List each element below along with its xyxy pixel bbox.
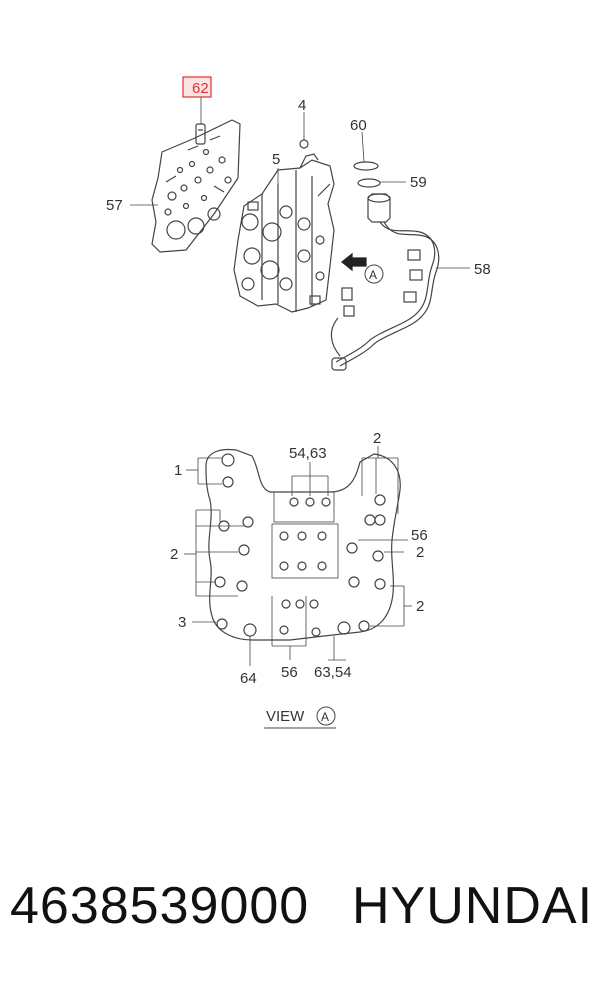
parts-diagram: 62 4 60 5 59 57 58 A [106,76,491,729]
view-arrow [341,252,367,272]
view-callout-2-right-upper: 2 [416,544,424,561]
separator-plate [151,119,241,253]
check-ball [299,139,309,149]
leader-60 [361,131,365,163]
view-marker-circle [364,264,384,284]
callout-4: 4 [298,97,306,114]
callout-5: 5 [272,151,280,168]
view-callout-63-54: 63,54 [314,664,352,681]
view-label-marker: A [321,710,329,724]
view-callout-3: 3 [178,614,186,631]
valve-body-outline [205,448,401,641]
callout-60: 60 [350,117,367,134]
view-callout-54-63: 54,63 [289,445,327,462]
view-marker-letter: A [369,268,377,282]
callout-62: 62 [192,80,209,97]
inner-box-top [273,491,335,523]
part-number: 4638539000 [10,877,310,935]
exploded-view [130,96,470,371]
brand-name: HYUNDAI [352,877,594,935]
view-callout-64: 64 [240,670,257,687]
view-leaders [184,446,412,666]
o-ring [353,161,379,171]
view-label-marker-circle [316,706,336,726]
view-callout-1: 1 [174,462,182,479]
callout-57: 57 [106,197,123,214]
view-label-text: VIEW [266,708,305,725]
view-a-diagram [184,446,412,666]
callout-59: 59 [410,174,427,191]
view-callout-56-right: 56 [411,527,428,544]
view-callout-56-bottom: 56 [281,664,298,681]
callout-58: 58 [474,261,491,278]
snap-ring [357,178,381,188]
valve-body [233,153,335,313]
inner-box-upper [271,523,339,579]
view-callout-2-top: 2 [373,430,381,447]
view-callout-2-right-lower: 2 [416,598,424,615]
highlight-box-62 [182,76,212,98]
filter-part [195,123,206,145]
view-callout-2-left: 2 [170,546,178,563]
wiring-harness [330,193,440,371]
